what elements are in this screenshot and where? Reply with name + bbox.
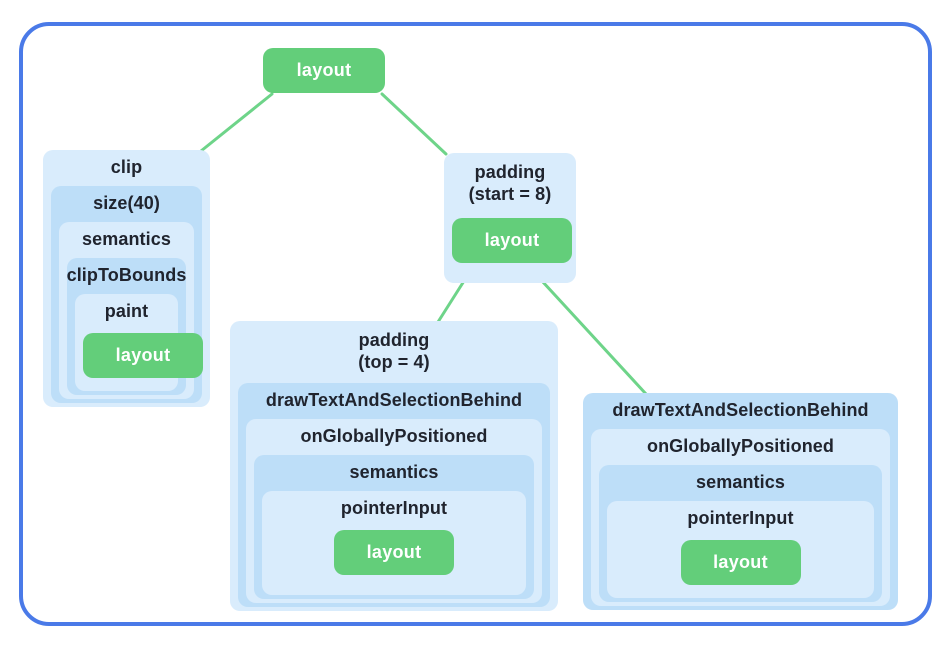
drawtext-chain-box: drawTextAndSelectionBehind onGloballyPos… (583, 393, 898, 610)
edge-root-to-clip (199, 92, 274, 153)
padding-start-label: padding (start = 8) (452, 153, 568, 215)
padding-top-chain-box: padding (top = 4) drawTextAndSelectionBe… (230, 321, 558, 611)
cliptobounds-label: clipToBounds (66, 265, 187, 286)
semantics-level: semantics clipToBounds paint layout (59, 222, 203, 399)
drawtext-level: drawTextAndSelectionBehind onGloballyPos… (583, 393, 898, 610)
padding-top-label-line1: padding (358, 330, 430, 351)
padding-start-level: padding (start = 8) layout (444, 153, 576, 283)
padding-top-layout-leaf: layout (334, 530, 454, 575)
edge-padding-start-to-padding-top (436, 279, 466, 324)
clip-label: clip (110, 157, 143, 178)
semantics-level: semantics pointerInput layout (254, 455, 534, 599)
edge-root-to-padding-start (380, 92, 448, 156)
padding-start-layout-leaf: layout (452, 218, 572, 263)
size-level: size(40) semantics clipToBounds paint la… (51, 186, 203, 403)
ongloballypositioned-label: onGloballyPositioned (300, 426, 488, 447)
clip-chain-box: clip size(40) semantics clipToBounds pai… (43, 150, 210, 407)
padding-start-label-line1: padding (474, 162, 546, 183)
diagram-frame (19, 22, 932, 626)
pointerinput-level: pointerInput layout (262, 491, 526, 595)
pointerinput-label: pointerInput (687, 508, 794, 529)
semantics-label: semantics (82, 229, 171, 250)
drawtext-layout-leaf: layout (680, 540, 801, 585)
padding-top-label: padding (top = 4) (238, 321, 550, 383)
cliptobounds-level: clipToBounds paint layout (66, 258, 203, 395)
paint-level: paint layout (75, 294, 203, 391)
edge-padding-start-to-drawtext (540, 279, 648, 396)
clip-layout-leaf: layout (83, 333, 203, 378)
ongloballypositioned-level: onGloballyPositioned semantics pointerIn… (246, 419, 542, 603)
padding-top-label-line2: (top = 4) (358, 352, 430, 372)
drawtext-label: drawTextAndSelectionBehind (612, 400, 869, 421)
paint-label: paint (104, 301, 149, 322)
pointerinput-level: pointerInput layout (607, 501, 874, 598)
size-label: size(40) (93, 193, 160, 214)
padding-start-box: padding (start = 8) layout (444, 153, 576, 283)
padding-top-level: padding (top = 4) drawTextAndSelectionBe… (230, 321, 558, 611)
pointerinput-label: pointerInput (340, 498, 448, 519)
semantics-label: semantics (349, 462, 439, 483)
ongloballypositioned-label: onGloballyPositioned (646, 436, 834, 457)
root-layout-label: layout (296, 60, 352, 80)
root-layout-node: layout (263, 48, 385, 93)
ongloballypositioned-level: onGloballyPositioned semantics pointerIn… (591, 429, 890, 606)
drawtext-label: drawTextAndSelectionBehind (265, 390, 523, 411)
padding-start-label-line2: (start = 8) (468, 184, 552, 204)
drawtext-level: drawTextAndSelectionBehind onGloballyPos… (238, 383, 550, 607)
clip-level: clip size(40) semantics clipToBounds pai… (43, 150, 210, 407)
semantics-level: semantics pointerInput layout (599, 465, 882, 602)
semantics-label: semantics (696, 472, 785, 493)
